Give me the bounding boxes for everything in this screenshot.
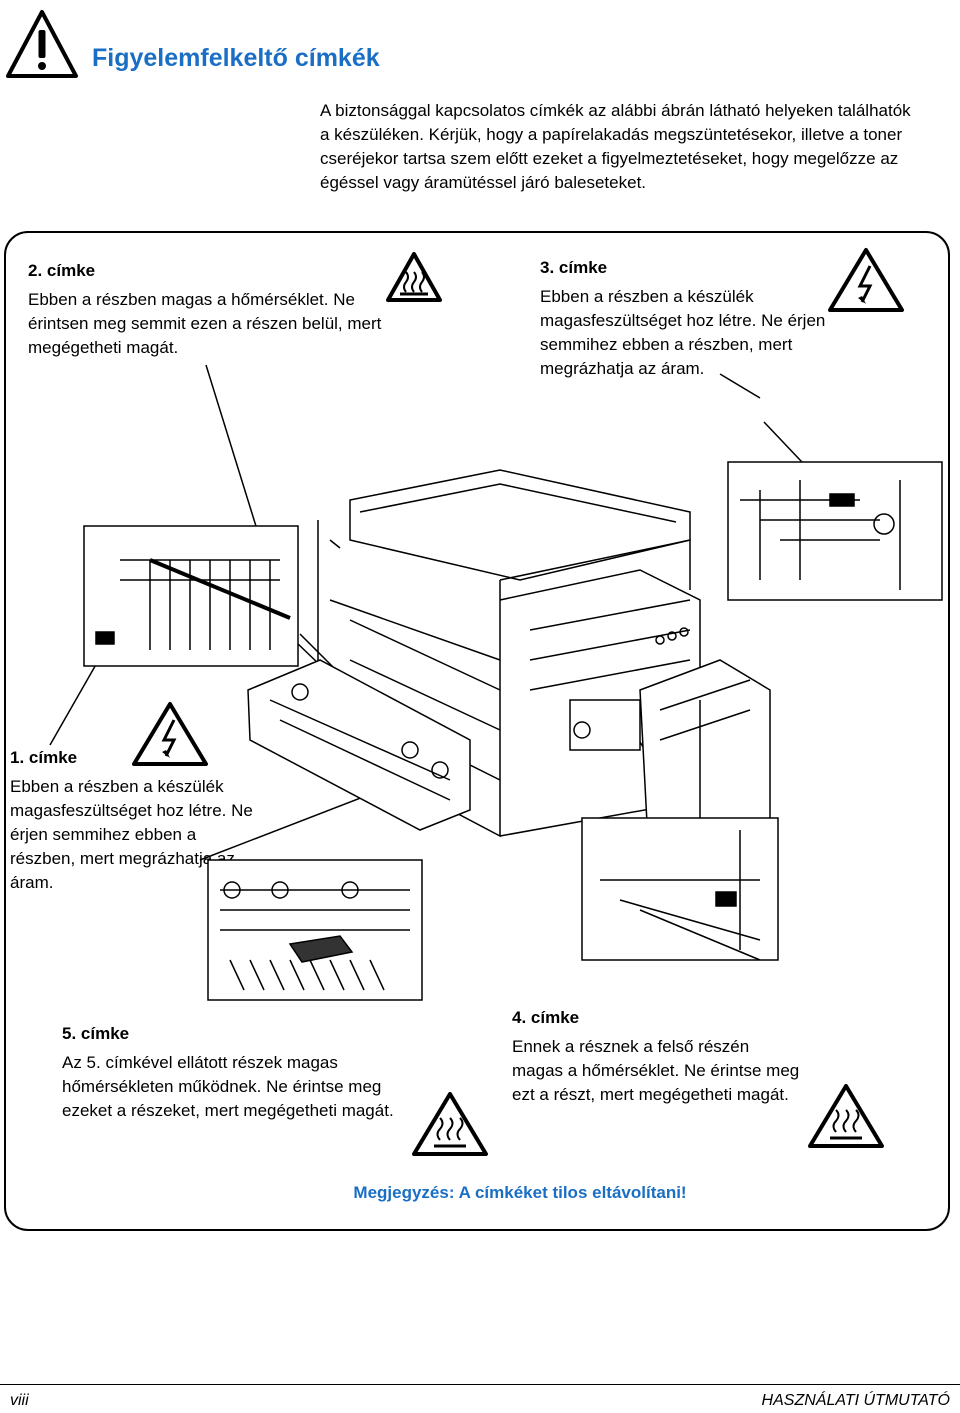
label-4-heading: 4. címke <box>512 1008 580 1027</box>
label-5-hot-surface-icon <box>412 1092 488 1156</box>
label-2-heading: 2. címke <box>28 261 96 280</box>
label-4-text: Ennek a résznek a felső részén magas a h… <box>512 1037 800 1104</box>
label-3-high-voltage-icon <box>828 248 904 312</box>
label-1-heading: 1. címke <box>10 748 78 767</box>
page-number: viii <box>10 1392 29 1409</box>
label-4-block: 4. címke Ennek a résznek a felső részén … <box>512 1007 802 1107</box>
label-1-block: 1. címke Ebben a részben a készülék maga… <box>10 747 260 895</box>
intro-paragraph: A biztonsággal kapcsolatos címkék az alá… <box>320 101 911 192</box>
label-2-block: 2. címke Ebben a részben magas a hőmérsé… <box>28 260 388 360</box>
diagram-frame <box>4 231 950 1231</box>
removal-warning-note: Megjegyzés: A címkéket tilos eltávolítan… <box>353 1183 687 1202</box>
label-5-heading: 5. címke <box>62 1024 130 1043</box>
label-2-hot-surface-icon <box>386 252 442 302</box>
label-3-block: 3. címke Ebben a részben a készülék maga… <box>540 257 840 381</box>
label-3-text: Ebben a részben a készülék magasfeszülts… <box>540 287 826 378</box>
label-3-heading: 3. címke <box>540 258 608 277</box>
warning-icon <box>6 10 78 78</box>
manual-title: HASZNÁLATI ÚTMUTATÓ <box>761 1392 950 1409</box>
footer-divider <box>0 1384 960 1385</box>
page-title: Figyelemfelkeltő címkék <box>92 44 380 72</box>
label-1-high-voltage-icon <box>132 702 208 766</box>
label-4-hot-surface-icon <box>808 1084 884 1148</box>
label-5-block: 5. címke Az 5. címkével ellátott részek … <box>62 1023 402 1123</box>
label-5-text: Az 5. címkével ellátott részek magas hőm… <box>62 1053 394 1120</box>
label-2-text: Ebben a részben magas a hőmérséklet. Ne … <box>28 290 382 357</box>
label-1-text: Ebben a részben a készülék magasfeszülts… <box>10 777 253 892</box>
